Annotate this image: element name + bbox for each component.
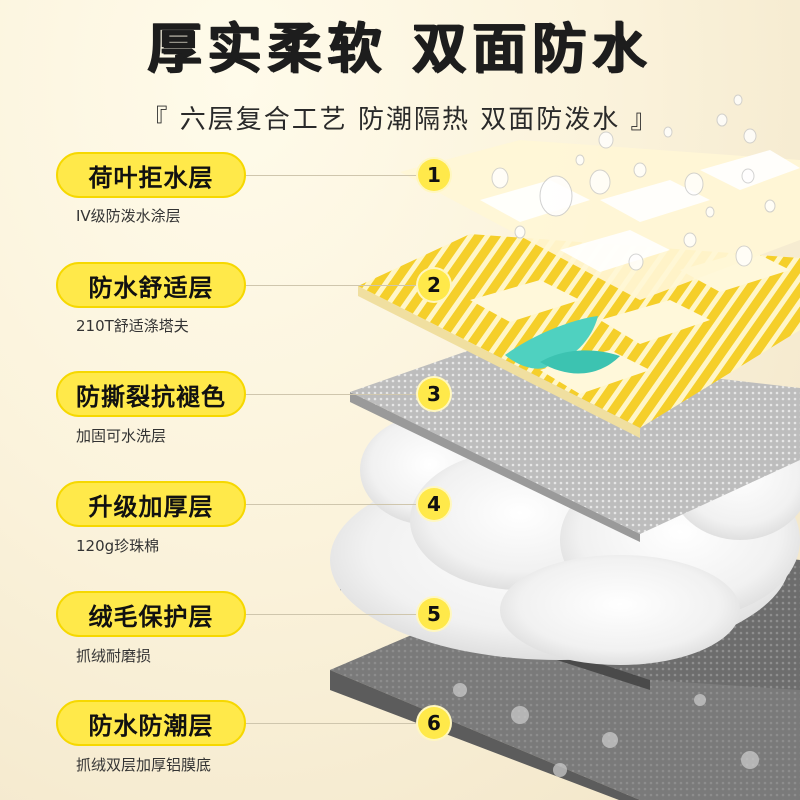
layer-5-desc: 抓绒耐磨损: [76, 647, 152, 665]
page-subtitle: 『 六层复合工艺 防潮隔热 双面防泼水 』: [141, 105, 659, 135]
layer-6-desc: 抓绒双层加厚铝膜底: [76, 756, 212, 774]
layer-1-desc: IV级防泼水涂层: [76, 207, 181, 225]
water-droplets: [491, 94, 776, 271]
layer-3-connector: [246, 394, 418, 395]
layer-2-connector: [246, 285, 418, 286]
layer-6-connector: [246, 723, 418, 724]
layer-4-label: 升级加厚层: [56, 481, 246, 527]
layer-4-connector: [246, 504, 418, 505]
layer-1-label: 荷叶拒水层: [56, 152, 246, 198]
layer-2-label: 防水舒适层: [56, 262, 246, 308]
layer-3-badge: 3: [418, 378, 450, 410]
layer-3-desc: 加固可水洗层: [76, 427, 167, 445]
layer-3-label: 防撕裂抗褪色: [56, 371, 246, 417]
layer-6-badge: 6: [418, 707, 450, 739]
layer-5-label: 绒毛保护层: [56, 591, 246, 637]
layer-6-label: 防水防潮层: [56, 700, 246, 746]
layer-2-badge: 2: [418, 269, 450, 301]
layer-4-desc: 120g珍珠棉: [76, 537, 160, 555]
layer-1-badge: 1: [418, 159, 450, 191]
layer-4-badge: 4: [418, 488, 450, 520]
layer-5-badge: 5: [418, 598, 450, 630]
layer-1-connector: [246, 175, 418, 176]
page-title: 厚实柔软 双面防水: [147, 17, 653, 80]
layer-2-desc: 210T舒适涤塔夫: [76, 317, 189, 335]
layer-2-plate: [358, 234, 800, 438]
layer-5-connector: [246, 614, 418, 615]
